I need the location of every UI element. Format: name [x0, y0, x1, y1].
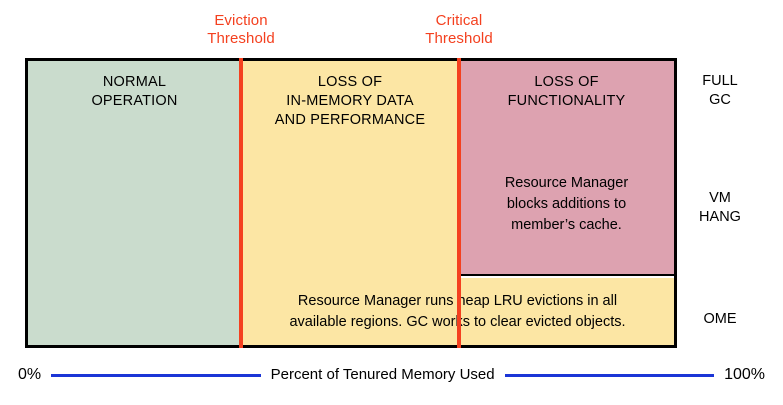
critical-threshold-label: Critical Threshold	[425, 12, 493, 47]
axis-start-label: 0%	[18, 366, 42, 383]
axis-rule-right	[504, 373, 715, 377]
status-column: FULL GC VM HANG OME	[674, 58, 763, 348]
status-item-ome: OME	[703, 311, 737, 327]
memory-percent-axis: 0% Percent of Tenured Memory Used 100%	[0, 360, 783, 390]
eviction-threshold-line	[239, 58, 243, 348]
zone-bottom-eviction-band	[459, 278, 674, 345]
bottom-band-note: Resource Manager runs heap LRU evictions…	[289, 292, 626, 330]
critical-threshold-line	[457, 58, 461, 348]
zone-loss-of-in-memory-data: LOSS OF IN-MEMORY DATA AND PERFORMANCE	[241, 61, 459, 345]
zone-normal-operation-title: NORMAL OPERATION	[91, 74, 178, 109]
eviction-threshold-label: Eviction Threshold	[207, 12, 275, 47]
status-item-full-gc: FULL GC	[702, 73, 738, 108]
zone-loss-of-functionality-note: Resource Manager blocks additions to mem…	[504, 175, 629, 233]
bottom-band-note-wrapper: Resource Manager runs heap LRU evictions…	[241, 278, 674, 345]
axis-caption: Percent of Tenured Memory Used	[270, 366, 495, 383]
zone-loss-of-functionality: LOSS OF FUNCTIONALITY Resource Manager b…	[459, 61, 674, 276]
zone-loss-of-in-memory-data-title: LOSS OF IN-MEMORY DATA AND PERFORMANCE	[274, 74, 426, 128]
status-item-vm-hang: VM HANG	[699, 190, 741, 225]
axis-rule-left	[51, 373, 261, 377]
zone-normal-operation: NORMAL OPERATION	[28, 61, 241, 345]
memory-usage-diagram: NORMAL OPERATION LOSS OF IN-MEMORY DATA …	[25, 58, 763, 348]
axis-end-label: 100%	[724, 366, 766, 383]
zone-loss-of-functionality-title: LOSS OF FUNCTIONALITY	[507, 74, 626, 109]
